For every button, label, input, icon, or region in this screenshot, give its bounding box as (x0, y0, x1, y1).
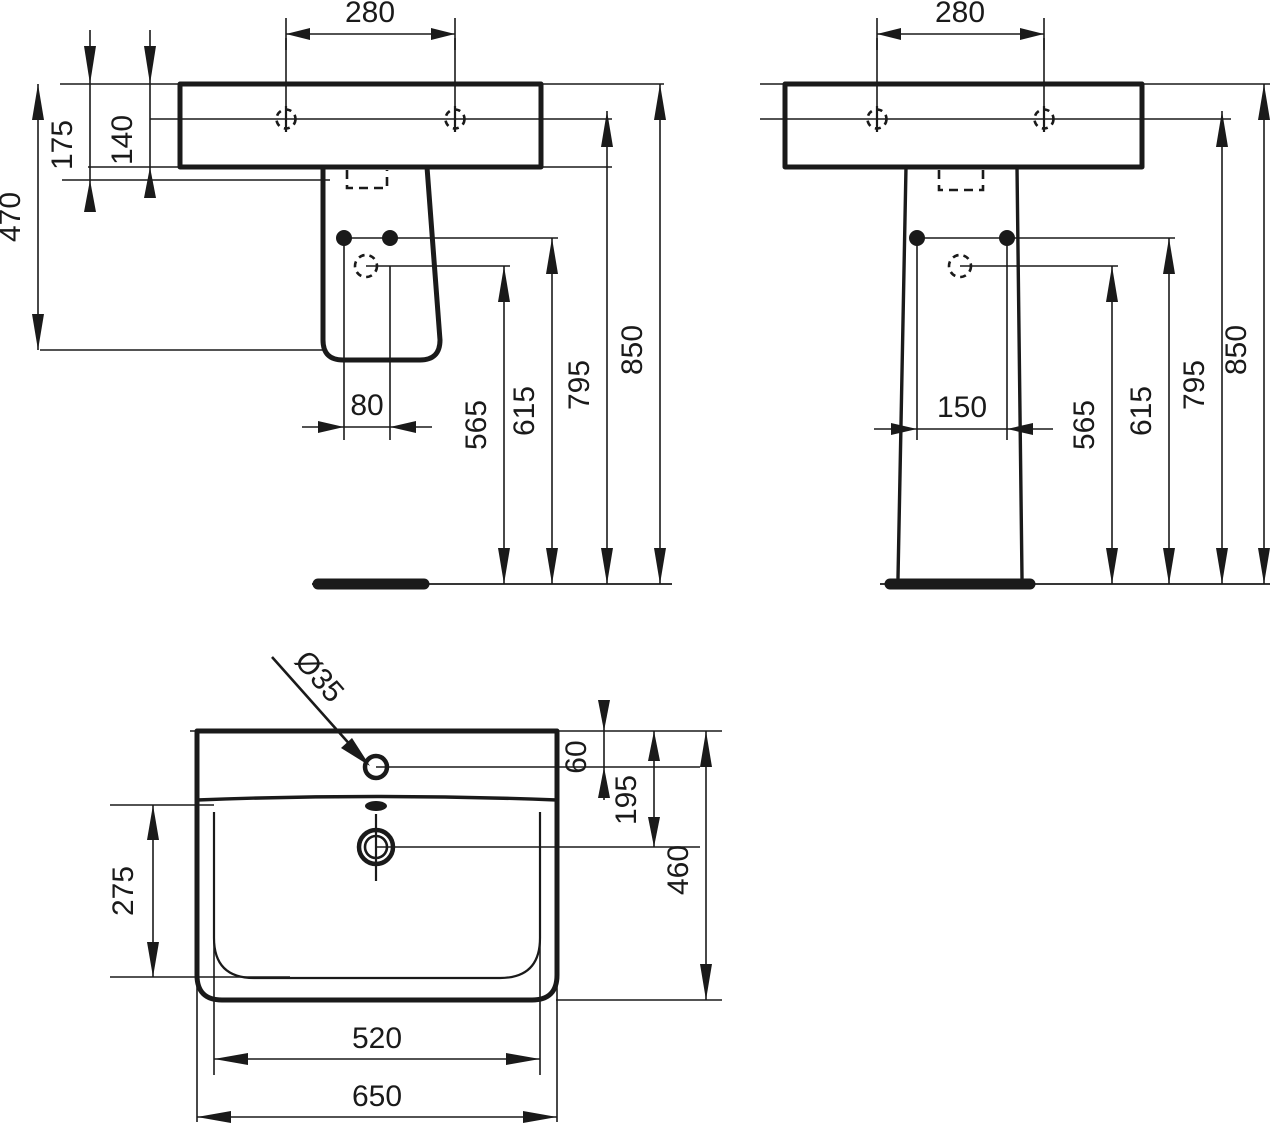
side-trap-pocket-hidden (937, 170, 985, 192)
front-dim-470-label: 470 (0, 192, 27, 242)
plan-dim-650: 650 (197, 1080, 557, 1123)
front-dim-615-label: 615 (508, 386, 541, 436)
plan-dim-195: 195 (610, 731, 660, 847)
side-dim-795: 795 (1178, 111, 1228, 584)
plan-dim-520-label: 520 (352, 1022, 402, 1055)
front-basin-body (177, 81, 544, 170)
side-pedestal-left (896, 165, 908, 580)
side-dim-615: 615 (1125, 238, 1175, 584)
side-dim-850-label: 850 (1220, 325, 1253, 375)
front-dim-140-label: 140 (106, 115, 139, 165)
side-dim-280-label: 280 (935, 0, 985, 29)
plan-taphole-leader: Ø35 (271, 645, 370, 766)
side-basin-body (782, 81, 1145, 170)
plan-dim-60-label: 60 (560, 740, 593, 773)
side-dim-150-label: 150 (937, 391, 987, 424)
plan-dim-275-label: 275 (107, 866, 140, 916)
front-trap-pocket-hidden (345, 170, 389, 190)
side-dim-615-label: 615 (1125, 386, 1158, 436)
front-dim-565-label: 565 (460, 400, 493, 450)
plan-bowl-inner-outline (212, 812, 542, 980)
front-dim-850: 850 (616, 84, 666, 584)
front-dim-795-label: 795 (563, 360, 596, 410)
side-dim-150: 150 (874, 391, 1053, 435)
plan-rim-break-line (195, 794, 559, 802)
plan-dim-460: 460 (662, 731, 712, 1000)
front-dim-565: 565 (460, 266, 510, 584)
plan-dim-60: 60 (560, 700, 610, 800)
plan-dim-460-label: 460 (662, 845, 695, 895)
front-dim-280: 280 (285, 0, 456, 50)
side-pedestal-right (1015, 165, 1024, 580)
front-dim-175: 175 (46, 30, 96, 212)
plan-view: Ø35 60 195 460 (107, 645, 722, 1123)
front-elevation-view: 280 175 140 470 80 (0, 0, 672, 590)
front-dim-470: 470 (0, 84, 44, 350)
plan-dim-35-label: Ø35 (288, 645, 350, 709)
front-dim-850-label: 850 (616, 325, 649, 375)
front-dim-80: 80 (302, 389, 432, 433)
front-dim-280-label: 280 (345, 0, 395, 29)
front-dim-175-label: 175 (46, 120, 79, 170)
plan-overflow-slot (365, 801, 387, 811)
plan-dim-520: 520 (214, 1022, 540, 1065)
plan-dim-195-label: 195 (610, 775, 643, 825)
front-dim-615: 615 (508, 238, 558, 584)
side-elevation-view: 280 150 565 615 795 (760, 0, 1270, 590)
front-pedestal (320, 164, 443, 363)
side-dim-565: 565 (1068, 266, 1118, 584)
side-dim-565-label: 565 (1068, 400, 1101, 450)
side-dim-850: 850 (1220, 84, 1270, 584)
front-dim-140: 140 (106, 30, 156, 198)
plan-dim-650-label: 650 (352, 1080, 402, 1113)
front-dim-795: 795 (563, 111, 613, 584)
side-dim-280: 280 (876, 0, 1045, 50)
plan-dim-275: 275 (107, 805, 159, 977)
side-dim-795-label: 795 (1178, 360, 1211, 410)
front-dim-80-label: 80 (350, 389, 383, 422)
